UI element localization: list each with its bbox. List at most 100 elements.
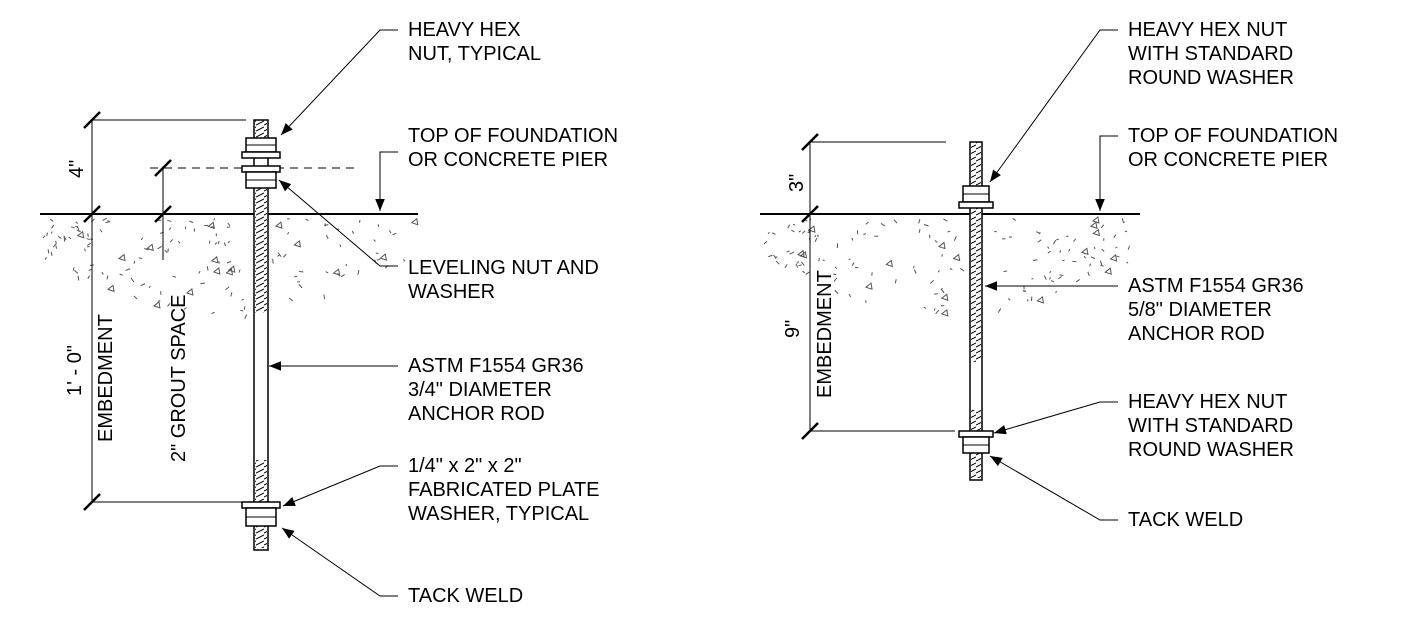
concrete-aggregate-mark — [125, 268, 131, 271]
concrete-aggregate-mark — [795, 263, 799, 268]
concrete-aggregate-mark — [107, 284, 115, 293]
right-leaders — [985, 29, 1118, 521]
right-dim-top: 3" — [786, 173, 808, 192]
concrete-aggregate-mark — [57, 235, 62, 239]
concrete-aggregate-mark — [934, 240, 938, 243]
concrete-aggregate-mark — [152, 301, 161, 309]
concrete-aggregate-mark — [287, 231, 290, 235]
concrete-aggregate-mark — [51, 224, 55, 229]
concrete-aggregate-mark — [167, 220, 172, 222]
concrete-aggregate-mark — [72, 267, 75, 271]
concrete-aggregate-mark — [937, 241, 946, 250]
concrete-aggregate-mark — [47, 249, 50, 254]
concrete-aggregate-mark — [1056, 238, 1059, 241]
concrete-aggregate-mark — [1115, 246, 1118, 249]
right-tack-weld-label: TACK WELD — [1128, 509, 1244, 531]
concrete-aggregate-mark — [1089, 263, 1092, 267]
concrete-aggregate-mark — [953, 236, 957, 241]
concrete-aggregate-mark — [214, 242, 218, 245]
concrete-aggregate-mark — [952, 253, 961, 262]
concrete-aggregate-mark — [929, 280, 935, 284]
concrete-aggregate-mark — [1100, 224, 1105, 229]
concrete-aggregate-mark — [337, 228, 340, 231]
concrete-aggregate-mark — [211, 311, 215, 314]
concrete-aggregate-mark — [1109, 254, 1118, 262]
concrete-aggregate-mark — [148, 285, 151, 289]
concrete-aggregate-mark — [1047, 250, 1052, 254]
left-detail — [40, 29, 419, 597]
concrete-aggregate-mark — [42, 235, 46, 239]
concrete-aggregate-mark — [217, 240, 220, 245]
concrete-aggregate-mark — [814, 237, 818, 242]
concrete-aggregate-mark — [200, 282, 206, 285]
concrete-aggregate-mark — [274, 221, 283, 229]
concrete-aggregate-mark — [789, 251, 795, 255]
concrete-aggregate-mark — [325, 234, 329, 239]
concrete-aggregate-mark — [118, 253, 126, 262]
concrete-aggregate-mark — [44, 257, 47, 260]
left-plate-washer-label: 1/4" x 2" x 2" FABRICATED PLATE WASHER, … — [408, 455, 600, 525]
concrete-aggregate-mark — [1050, 280, 1055, 283]
concrete-aggregate-mark — [1053, 239, 1057, 245]
concrete-aggregate-mark — [1068, 248, 1071, 252]
concrete-aggregate-mark — [340, 274, 345, 278]
right-top-of-foundation-label: TOP OF FOUNDATION OR CONCRETE PIER — [1128, 125, 1339, 171]
concrete-aggregate-mark — [144, 248, 149, 251]
concrete-aggregate-mark — [1099, 260, 1103, 266]
concrete-aggregate-mark — [293, 239, 302, 248]
concrete-aggregate-mark — [834, 266, 838, 269]
concrete-aggregate-mark — [206, 266, 209, 271]
concrete-aggregate-mark — [1049, 270, 1052, 274]
concrete-aggregate-mark — [1124, 230, 1128, 233]
concrete-aggregate-mark — [225, 268, 234, 276]
concrete-aggregate-mark — [107, 220, 110, 222]
concrete-aggregate-mark — [786, 250, 790, 253]
concrete-aggregate-mark — [392, 232, 397, 236]
right-heavy-hex-nut-top — [958, 185, 994, 209]
concrete-aggregate-mark — [949, 268, 953, 270]
concrete-aggregate-mark — [959, 267, 965, 272]
concrete-aggregate-mark — [1003, 270, 1008, 273]
concrete-aggregate-mark — [410, 217, 419, 226]
concrete-aggregate-mark — [1127, 245, 1131, 250]
concrete-aggregate-mark — [796, 261, 800, 264]
concrete-aggregate-mark — [1100, 264, 1104, 267]
left-dimension-lines — [40, 111, 246, 511]
concrete-aggregate-mark — [288, 297, 294, 302]
concrete-aggregate-mark — [213, 218, 216, 221]
left-plate-washer — [241, 501, 281, 527]
concrete-aggregate-mark — [119, 273, 123, 276]
concrete-aggregate-mark — [1037, 239, 1042, 243]
concrete-aggregate-mark — [133, 295, 138, 300]
concrete-aggregate-mark — [210, 255, 219, 264]
concrete-aggregate-mark — [1101, 248, 1105, 252]
concrete-aggregate-mark — [74, 269, 79, 274]
concrete-aggregate-mark — [325, 271, 329, 274]
concrete-aggregate-mark — [46, 232, 49, 237]
concrete-aggregate-mark — [918, 228, 921, 234]
concrete-aggregate-mark — [140, 283, 146, 287]
concrete-aggregate-mark — [379, 253, 387, 261]
concrete-aggregate-mark — [146, 243, 154, 252]
concrete-aggregate-mark — [377, 224, 380, 228]
concrete-aggregate-mark — [140, 237, 144, 241]
right-heavy-hex-nut-bottom — [958, 430, 994, 454]
concrete-aggregate-mark — [863, 233, 867, 236]
left-anchor-rod-label: ASTM F1554 GR36 3/4" DIAMETER ANCHOR ROD — [408, 355, 584, 425]
concrete-aggregate-mark — [1048, 277, 1052, 280]
concrete-aggregate-mark — [1057, 276, 1062, 280]
concrete-aggregate-mark — [298, 283, 303, 289]
concrete-aggregate-mark — [1122, 221, 1126, 224]
concrete-aggregate-mark — [282, 253, 287, 258]
concrete-aggregate-mark — [871, 272, 873, 276]
left-top-of-foundation-label: TOP OF FOUNDATION OR CONCRETE PIER — [408, 125, 619, 171]
concrete-aggregate-mark — [223, 242, 226, 247]
concrete-aggregate-mark — [834, 290, 839, 294]
right-heavy-hex-nut-top-label: HEAVY HEX NUT WITH STANDARD ROUND WASHER — [1128, 19, 1294, 89]
concrete-aggregate-mark — [323, 224, 329, 226]
concrete-aggregate-mark — [227, 265, 236, 273]
left-dim-grout: 2" GROUT SPACE — [168, 294, 190, 462]
concrete-aggregate-mark — [805, 271, 810, 275]
right-anchor-rod-label: ASTM F1554 GR36 5/8" DIAMETER ANCHOR ROD — [1128, 275, 1304, 345]
